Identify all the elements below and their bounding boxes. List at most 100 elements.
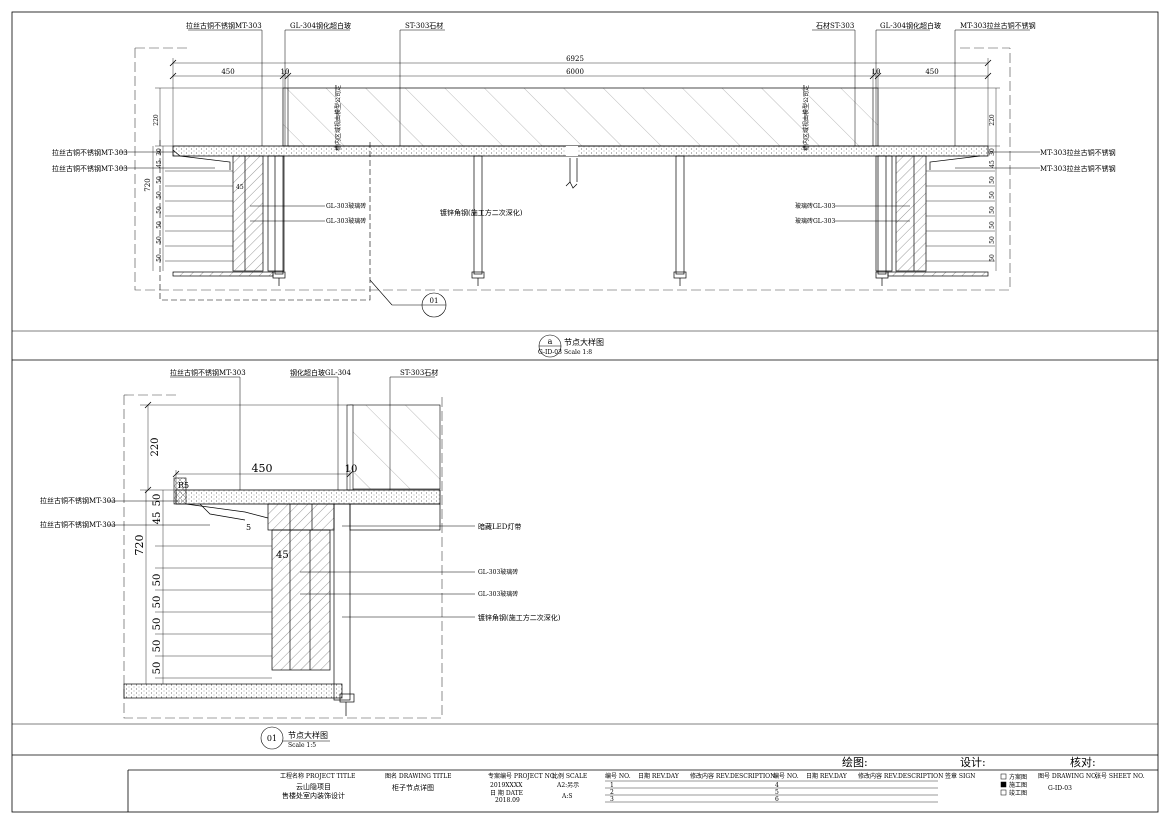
dim-h220-left: 220 (153, 114, 160, 126)
bottom-row-dim: 50 (152, 618, 163, 631)
bottom-row-dims: 50 45 50 50 50 50 50 (152, 494, 163, 675)
right-row-dim: 50 (989, 176, 996, 184)
tb-rev-row-2b: 5 (775, 789, 779, 796)
bottom-dim-45: 45 (276, 550, 289, 561)
glass-brick-left-2: GL-303玻璃砖 (326, 217, 366, 225)
dim-right: 450 (925, 68, 938, 76)
bottom-row-dim: 45 (152, 512, 163, 525)
shelf-lines (165, 170, 995, 262)
bottom-dim-w10: 10 (345, 464, 358, 475)
glass-brick-right-2: 玻璃砖GL-303 (795, 217, 835, 225)
stone-slab-right-gap (566, 146, 578, 156)
callout-region (159, 140, 447, 318)
bottom-leaders (108, 376, 475, 618)
top-dimensions (152, 58, 1000, 271)
leader-right-stone: 石材ST-303 (816, 21, 854, 30)
bottom-dim-w450: 450 (252, 462, 273, 475)
bottom-note-gb2: GL-303玻璃砖 (478, 590, 518, 598)
tb-project-hdr: 工程名称 PROJECT TITLE (280, 772, 355, 780)
leader-left-ss: 拉丝古铜不锈钢MT-303 (186, 21, 262, 30)
bottom-row-dim: 50 (152, 640, 163, 653)
tb-scale-val2: A:S (561, 793, 572, 800)
right-row-dim: 50 (989, 236, 996, 244)
side-label-right-1: MT-303拉丝古铜不锈钢 (1040, 148, 1116, 157)
left-row-dim: 50 (156, 176, 163, 184)
steel-posts (272, 155, 889, 286)
bottom-dim-5: 5 (246, 523, 251, 532)
tb-drawing-name: 柜子节点详图 (392, 783, 434, 792)
bottom-dim-ticks (144, 401, 354, 494)
dim-45: 45 (236, 184, 244, 191)
bottom-side-label-1: 拉丝古铜不锈钢MT-303 (40, 496, 116, 505)
left-row-dims: 30 45 50 50 50 50 50 50 (156, 148, 163, 262)
bottom-dashed-boundary (123, 394, 443, 719)
tb-design: 设计: (960, 756, 986, 769)
bottom-dim-h720: 720 (133, 535, 146, 556)
tb-rev-date-hdr: 日期 REV.DAY (638, 772, 680, 780)
tb-date-hdr: 日 期 DATE (490, 789, 523, 797)
bottom-note-gb1: GL-303玻璃砖 (478, 568, 518, 576)
top-dashed-boundary (134, 47, 1011, 291)
bottom-row-dim: 50 (152, 662, 163, 675)
tb-rev-no-hdr2: 编号 NO. (773, 772, 799, 780)
left-cabinet (172, 149, 285, 277)
leader-left-stone: ST-303石材 (405, 21, 443, 30)
tb-rev-row-2a: 2 (610, 789, 614, 796)
bottom-stone-slab (175, 489, 441, 505)
center-note: 镀锌角钢(施工方二次深化) (440, 208, 523, 217)
tb-stage-3: 竣工图 (1009, 789, 1027, 797)
bottom-ss-cap (173, 477, 187, 505)
right-cabinet (875, 155, 989, 277)
tb-project-l1: 云山隐项目 (296, 782, 331, 791)
top-leaders (120, 29, 1040, 222)
left-row-dim: 45 (156, 160, 163, 168)
tb-projno: 2019XXXX (490, 782, 523, 789)
top-title-text: 节点大样图 (564, 337, 604, 347)
tb-project-l2: 售楼处室内装饰设计 (282, 791, 345, 800)
tb-rev-row-3a: 3 (610, 796, 614, 803)
top-detail: 01 6925 450 10 (52, 21, 1116, 358)
bottom-note-led: 暗藏LED灯带 (478, 522, 521, 531)
tb-stage-2: 施工图 (1009, 781, 1027, 789)
bottom-structure (123, 503, 441, 716)
bottom-glass (349, 404, 441, 490)
dim-total: 6925 (566, 55, 584, 63)
bottom-leader-ss: 拉丝古铜不锈钢MT-303 (170, 368, 246, 377)
tb-rev-no-hdr: 编号 NO. (605, 772, 631, 780)
tb-sign-hdr: 签章 SIGN (945, 772, 975, 780)
tb-stage-1: 方案图 (1009, 773, 1027, 781)
leader-right-glass: GL-304钢化超白玻 (880, 21, 941, 30)
left-row-dim: 50 (156, 236, 163, 244)
glass-brick-left-1: GL-303玻璃砖 (326, 202, 366, 210)
bottom-title-scale: Scale 1:5 (288, 742, 316, 749)
dim-h720: 720 (144, 178, 152, 191)
tb-drawing-no: G-ID-03 (1048, 785, 1072, 792)
leader-left-glass: GL-304钢化超白玻 (290, 21, 351, 30)
top-title (538, 334, 562, 358)
break-line (565, 158, 578, 189)
tb-sheet-no-hdr: 张号 SHEET NO. (1095, 772, 1145, 780)
bottom-row-dim: 50 (152, 574, 163, 587)
right-row-dim: 50 (989, 206, 996, 214)
glass-brick-right-1: 玻璃砖GL-303 (795, 202, 835, 210)
right-row-dim: 45 (989, 160, 996, 168)
right-row-dim: 50 (989, 221, 996, 229)
leader-right-ss: MT-303拉丝古铜不锈钢 (960, 21, 1036, 30)
bottom-note-steel: 镀锌角钢(施工方二次深化) (478, 613, 561, 622)
dim-left: 450 (221, 68, 234, 76)
bottom-row-dim: 50 (152, 596, 163, 609)
tb-scale-hdr: 比例 SCALE (552, 772, 587, 780)
tb-rev-row-1b: 4 (775, 782, 779, 789)
title-block: 绘图: 设计: 核对: 工程名称 PROJECT TITLE 云山隐项目 售楼处… (280, 755, 1145, 804)
tb-stage-boxes (1000, 773, 1007, 796)
tb-rev-desc-hdr2: 修改内容 REV.DESCRIPTION (858, 772, 943, 780)
bottom-leader-glass: 钢化超白玻GL-304 (290, 368, 352, 377)
left-row-dim: 50 (156, 221, 163, 229)
bottom-side-label-2: 拉丝古铜不锈钢MT-303 (40, 520, 116, 529)
tb-rev-row-3b: 6 (775, 796, 779, 803)
bottom-shelf-rows (155, 545, 272, 679)
glass-note-left: 槽内区域视由模型公司定 (334, 85, 342, 151)
top-title-scale: Scale 1:8 (564, 349, 592, 356)
